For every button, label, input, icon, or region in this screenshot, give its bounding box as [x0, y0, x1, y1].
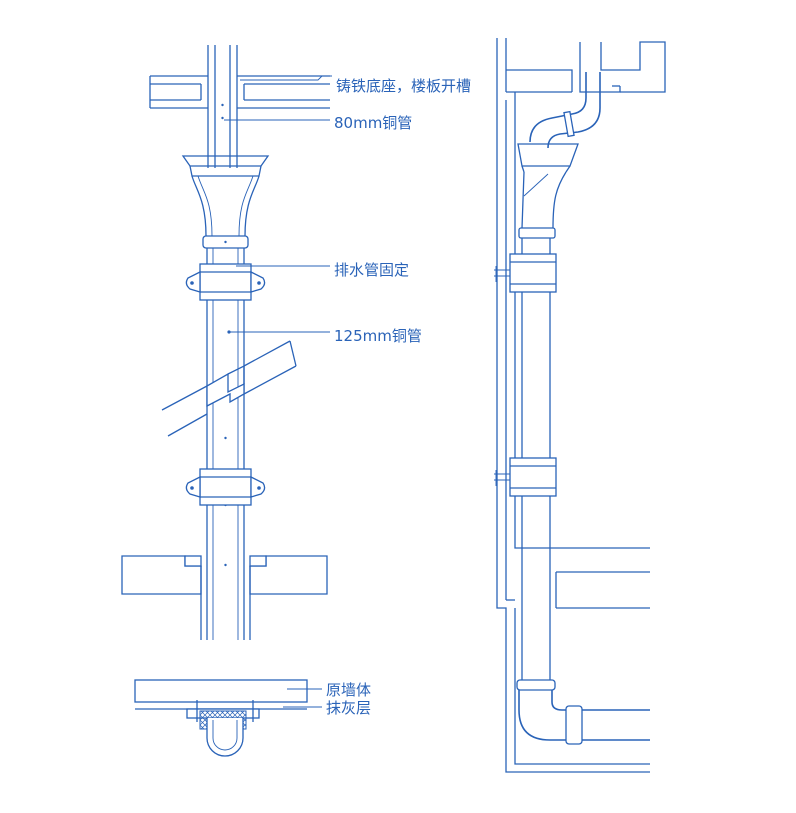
gooseneck-bend — [529, 72, 601, 149]
collar-ring — [202, 235, 249, 249]
label-pipe-fixing: 排水管固定 — [334, 261, 409, 279]
leader-lines — [224, 75, 332, 708]
label-plaster-layer: 抹灰层 — [326, 699, 371, 717]
front-elevation-view: 铸铁底座，楼板开槽 80mm铜管 排水管固定 125mm铜管 原墙体 抹灰层 — [121, 45, 471, 757]
pipe-80mm — [207, 45, 238, 168]
pipe-bracket-upper — [185, 263, 266, 301]
label-125mm-pipe: 125mm铜管 — [334, 327, 422, 345]
label-80mm-pipe: 80mm铜管 — [334, 114, 412, 132]
label-original-wall: 原墙体 — [326, 681, 371, 699]
floor-slab-top — [149, 75, 330, 109]
side-section-view — [494, 38, 666, 773]
hopper-side — [517, 143, 579, 239]
beam-lines — [555, 571, 650, 609]
pipe-bracket-lower — [185, 468, 266, 506]
bracket-side-upper — [494, 253, 557, 293]
bracket-side-lower — [494, 457, 557, 497]
plan-section-detail — [134, 679, 308, 757]
funnel-hopper — [181, 155, 270, 237]
floor-slab-bottom — [121, 555, 328, 640]
diagonal-rail — [161, 340, 297, 437]
label-cast-iron-base: 铸铁底座，楼板开槽 — [336, 77, 471, 95]
pipe-125mm — [206, 248, 245, 640]
wall-outline — [496, 38, 650, 773]
bottom-elbow — [516, 679, 650, 745]
